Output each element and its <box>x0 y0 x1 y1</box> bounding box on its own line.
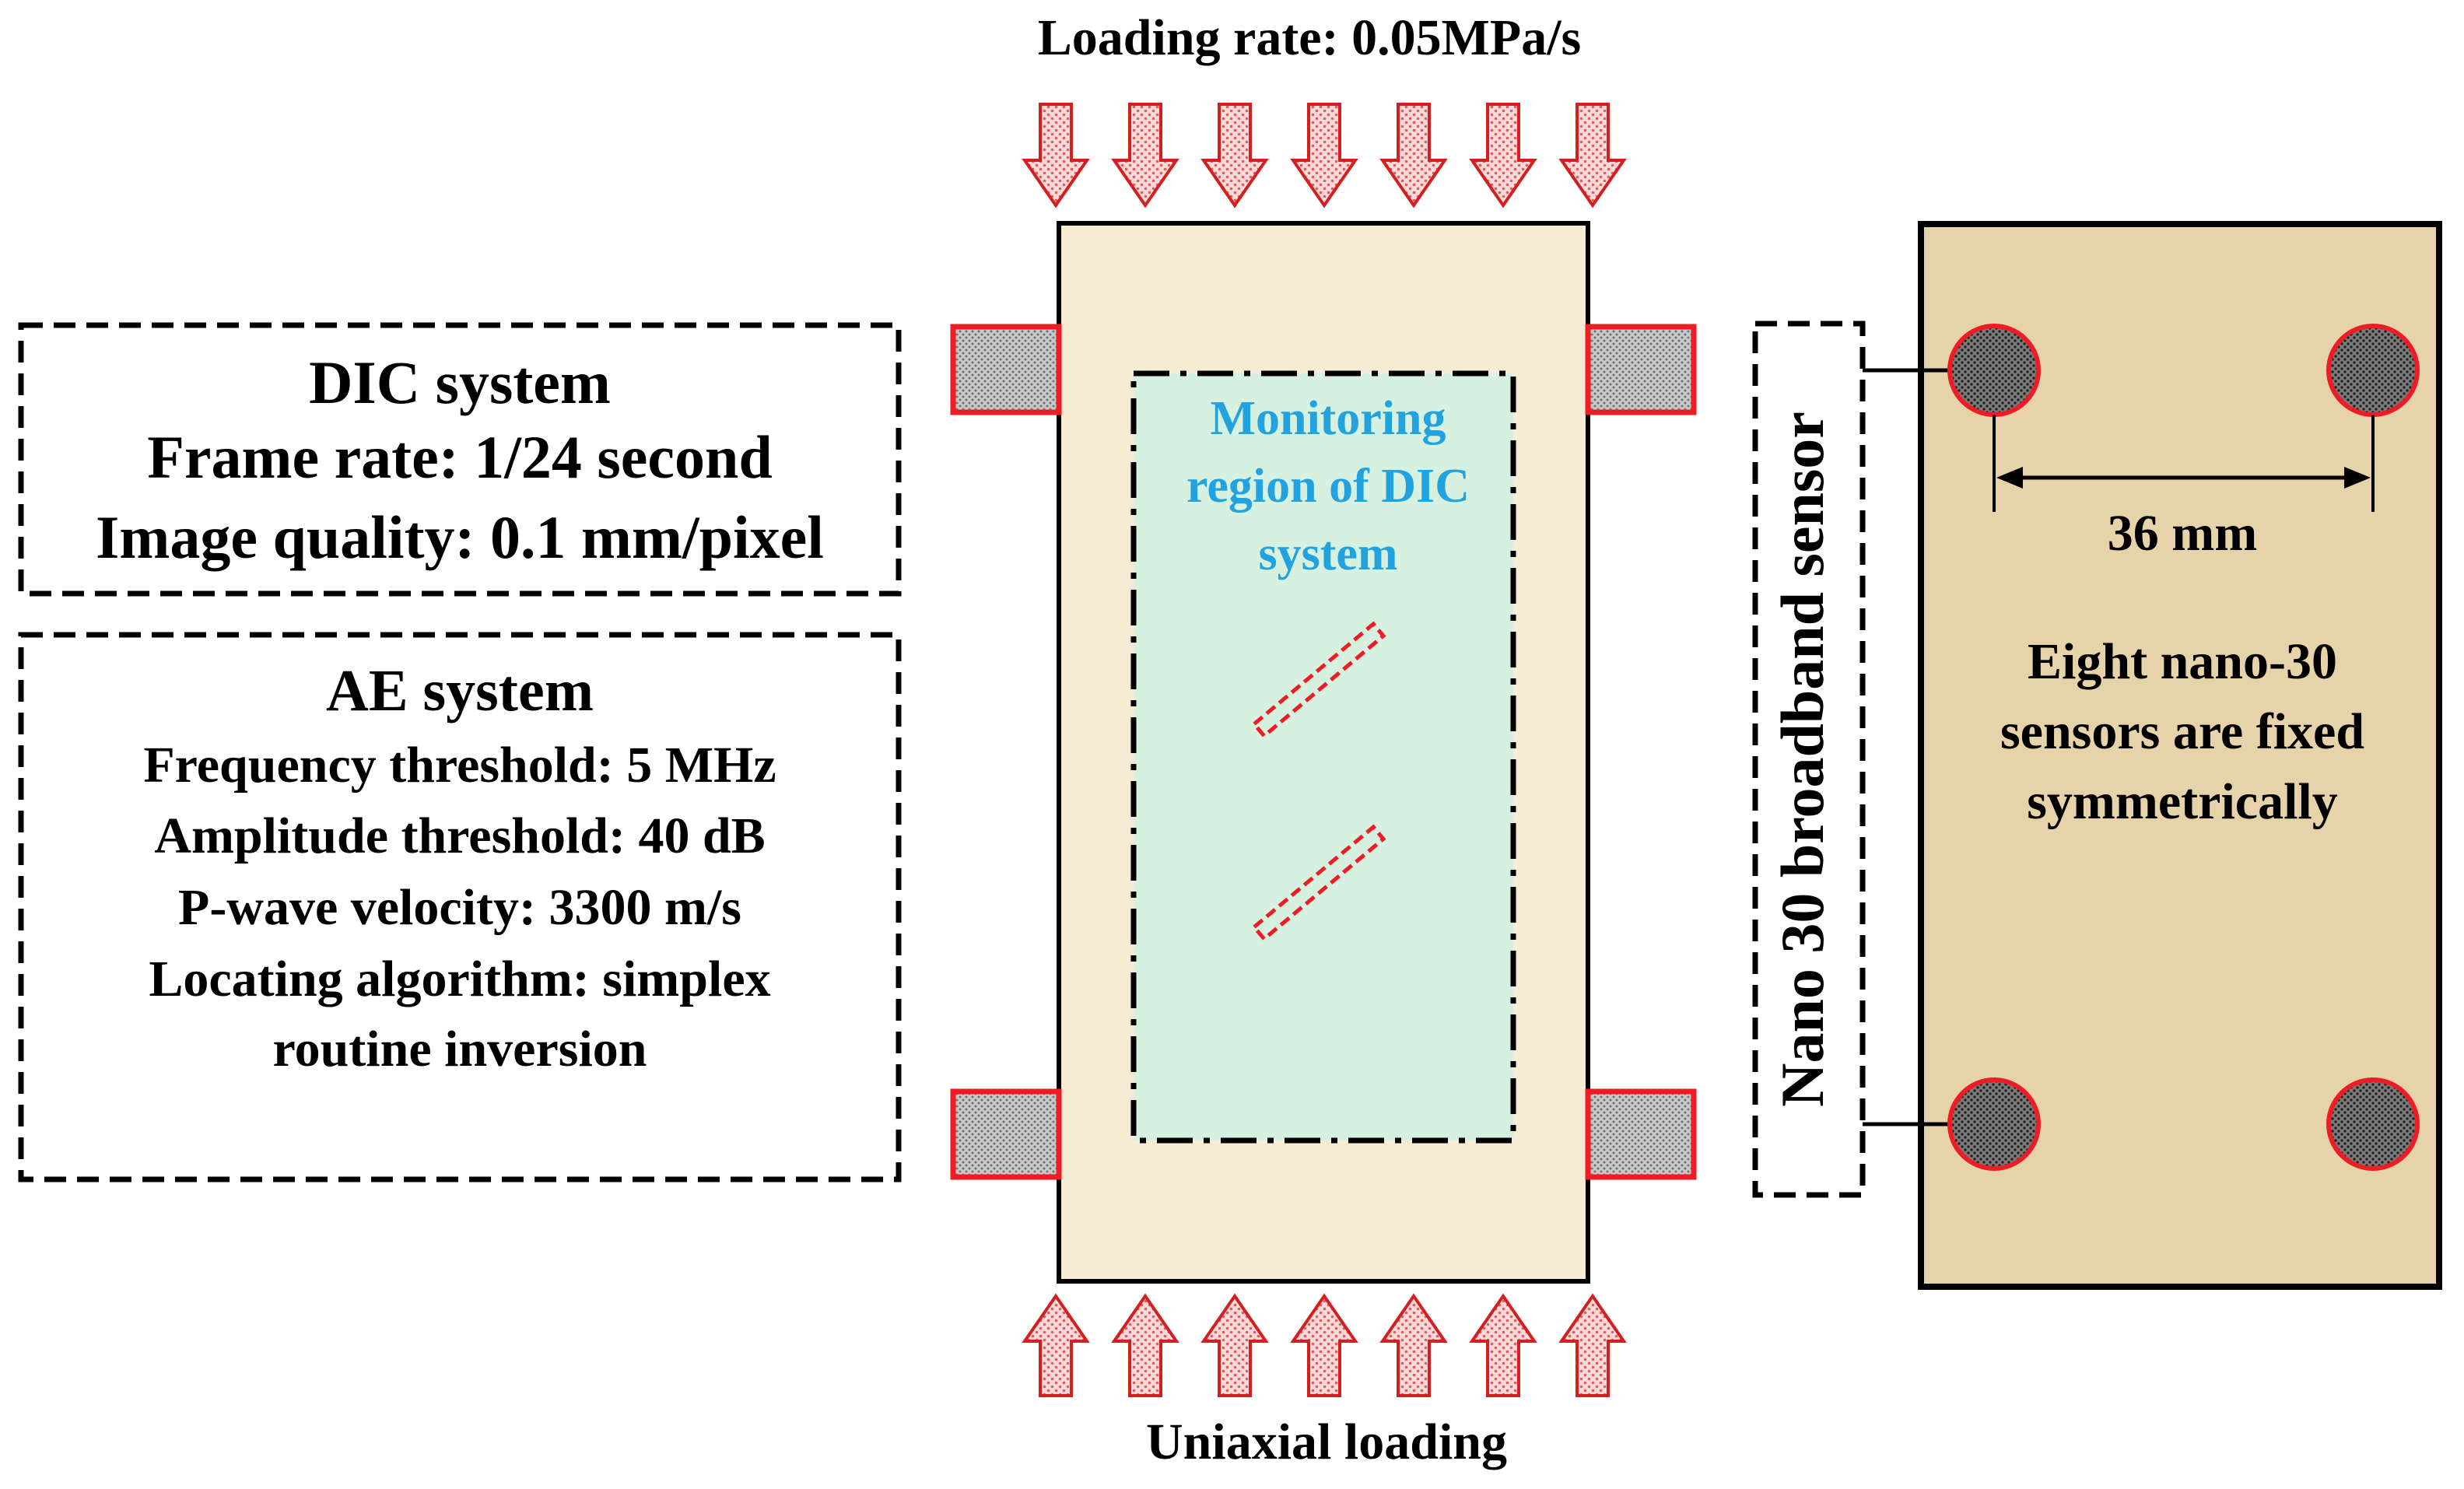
load-arrow-up <box>1022 1293 1090 1397</box>
nano30-sensor-top-right <box>2326 324 2420 417</box>
ae-locating-algorithm-line2: routine inversion <box>273 1021 647 1077</box>
load-arrow-up <box>1290 1293 1358 1397</box>
pre-existing-flaw-upper <box>1251 621 1386 739</box>
sensor-label: Nano 30 broadband sensor <box>1768 412 1836 1107</box>
dimension-label: 36 mm <box>2108 505 2257 562</box>
ae-frequency-threshold: Frequency threshold: 5 MHz <box>143 737 776 794</box>
bottom-loading-arrows <box>1022 1293 1627 1397</box>
load-arrow-down <box>1111 103 1179 208</box>
ae-p-wave-velocity: P-wave velocity: 3300 m/s <box>178 879 741 936</box>
load-arrow-down <box>1290 103 1358 208</box>
dic-system-box <box>18 322 902 597</box>
load-arrow-down <box>1469 103 1537 208</box>
ae-sensor-pad-bottom-right <box>1585 1088 1697 1180</box>
ae-sensor-pad-top-right <box>1585 324 1697 415</box>
load-arrow-up <box>1379 1293 1448 1397</box>
ae-sensor-pad-top-left <box>950 324 1062 415</box>
nano30-sensor-bottom-left <box>1947 1077 2041 1171</box>
dic-system-title: DIC system <box>309 349 611 416</box>
load-arrow-down <box>1379 103 1448 208</box>
monitoring-region-line2: region of DIC <box>1186 460 1470 513</box>
load-arrow-down <box>1558 103 1627 208</box>
load-arrow-up <box>1558 1293 1627 1397</box>
dimension-line <box>1993 415 2375 512</box>
sensor-note-line3: symmetrically <box>2027 773 2338 830</box>
sensor-label-box <box>1752 321 1866 1198</box>
uniaxial-loading-label: Uniaxial loading <box>1146 1414 1507 1470</box>
ae-sensor-pad-bottom-left <box>950 1088 1062 1180</box>
ae-system-title: AE system <box>326 658 594 723</box>
nano30-sensor-top-left <box>1947 324 2041 417</box>
ae-amplitude-threshold: Amplitude threshold: 40 dB <box>154 808 765 864</box>
load-arrow-up <box>1200 1293 1269 1397</box>
sensor-note-line2: sensors are fixed <box>2000 703 2364 760</box>
load-arrow-down <box>1022 103 1090 208</box>
load-arrow-up <box>1111 1293 1179 1397</box>
ae-system-box <box>18 632 902 1182</box>
dic-frame-rate: Frame rate: 1/24 second <box>147 423 773 491</box>
loading-rate-label: Loading rate: 0.05MPa/s <box>1038 9 1581 66</box>
load-arrow-up <box>1469 1293 1537 1397</box>
sensor-note-line1: Eight nano-30 <box>2028 633 2337 690</box>
load-arrow-down <box>1200 103 1269 208</box>
dic-image-quality: Image quality: 0.1 mm/pixel <box>96 503 824 571</box>
ae-locating-algorithm-line1: Locating algorithm: simplex <box>149 951 770 1007</box>
nano30-sensor-bottom-right <box>2326 1077 2420 1171</box>
pre-existing-flaw-lower <box>1251 824 1386 942</box>
monitoring-region-line1: Monitoring <box>1210 392 1446 445</box>
dic-monitoring-region <box>1130 370 1516 1144</box>
monitoring-region-line3: system <box>1258 527 1397 580</box>
top-loading-arrows <box>1022 103 1627 208</box>
